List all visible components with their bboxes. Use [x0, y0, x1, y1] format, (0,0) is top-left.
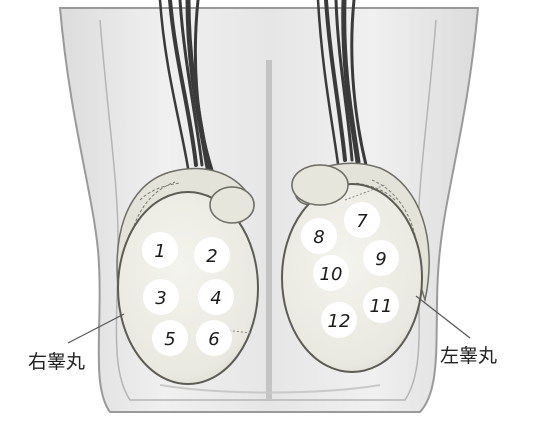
- label-right-testis: 右睾丸: [28, 351, 85, 373]
- marker-12: 12: [321, 302, 357, 338]
- marker-9: 9: [363, 240, 399, 276]
- marker-1-number: 1: [154, 241, 165, 262]
- marker-10-number: 10: [320, 264, 343, 285]
- marker-2: 2: [194, 237, 230, 273]
- marker-5-number: 5: [164, 329, 175, 350]
- label-left-testis: 左睾丸: [440, 345, 497, 367]
- median-septum: [269, 60, 270, 400]
- epididymis-left-head-overlay: [210, 187, 254, 223]
- marker-6: 6: [196, 320, 232, 356]
- marker-12-number: 12: [328, 311, 351, 332]
- marker-4: 4: [198, 279, 234, 315]
- marker-7: 7: [344, 202, 380, 238]
- epididymis-right-head-overlay: [292, 165, 348, 205]
- marker-11-number: 11: [370, 296, 393, 317]
- marker-3-number: 3: [155, 288, 166, 309]
- marker-9-number: 9: [375, 249, 386, 270]
- marker-6-number: 6: [208, 329, 219, 350]
- marker-1: 1: [142, 232, 178, 268]
- marker-4-number: 4: [210, 288, 221, 309]
- marker-10: 10: [313, 255, 349, 291]
- marker-7-number: 7: [356, 211, 368, 232]
- marker-5: 5: [152, 320, 188, 356]
- marker-2-number: 2: [206, 246, 217, 267]
- marker-8-number: 8: [313, 227, 324, 248]
- marker-8: 8: [301, 218, 337, 254]
- marker-11: 11: [363, 287, 399, 323]
- marker-3: 3: [143, 279, 179, 315]
